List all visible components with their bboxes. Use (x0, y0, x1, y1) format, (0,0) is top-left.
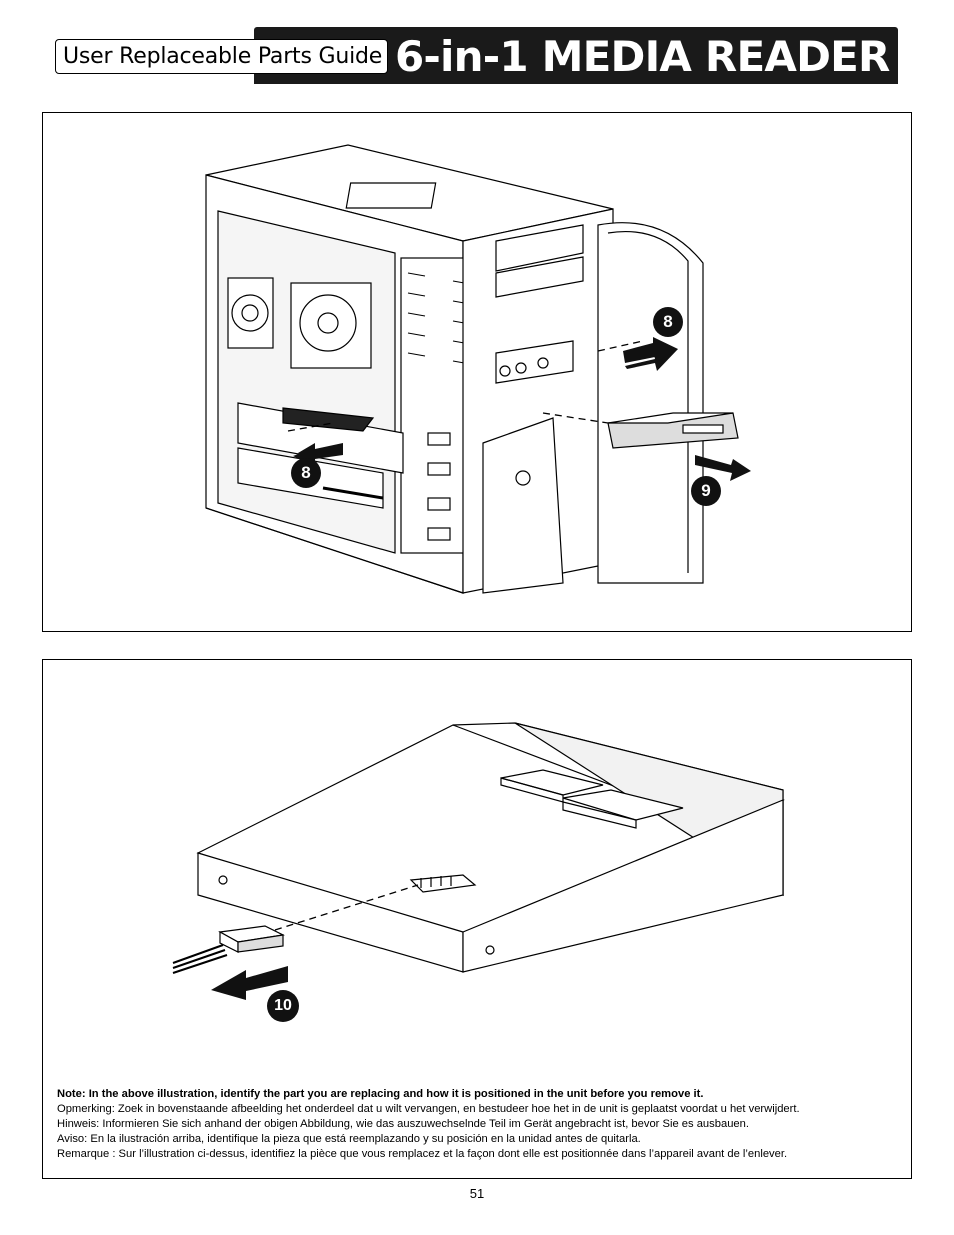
page-title: 6-in-1 MEDIA READER (395, 32, 890, 81)
page-number: 51 (469, 1186, 485, 1201)
notes-block: Note: In the above illustration, identif… (57, 1087, 902, 1162)
note-german: Hinweis: Informieren Sie sich anhand der… (57, 1118, 749, 1130)
note-dutch: Opmerking: Zoek in bovenstaande afbeeldi… (57, 1103, 800, 1115)
callout-8-front: 8 (653, 307, 683, 337)
note-english: Note: In the above illustration, identif… (57, 1088, 704, 1100)
computer-chassis-illustration (205, 144, 751, 594)
figure-panel-bottom: 10 Note: In the above illustration, iden… (42, 659, 912, 1179)
callout-9: 9 (691, 476, 721, 506)
media-reader-cable-illustration (172, 722, 785, 1000)
note-spanish: Aviso: En la ilustración arriba, identif… (57, 1133, 641, 1145)
callout-8-interior: 8 (291, 458, 321, 488)
guide-label: User Replaceable Parts Guide (55, 39, 388, 74)
figure-panel-top: 8 8 9 (42, 112, 912, 632)
callout-10: 10 (267, 990, 299, 1022)
note-french: Remarque : Sur l’illustration ci-dessus,… (57, 1148, 788, 1160)
